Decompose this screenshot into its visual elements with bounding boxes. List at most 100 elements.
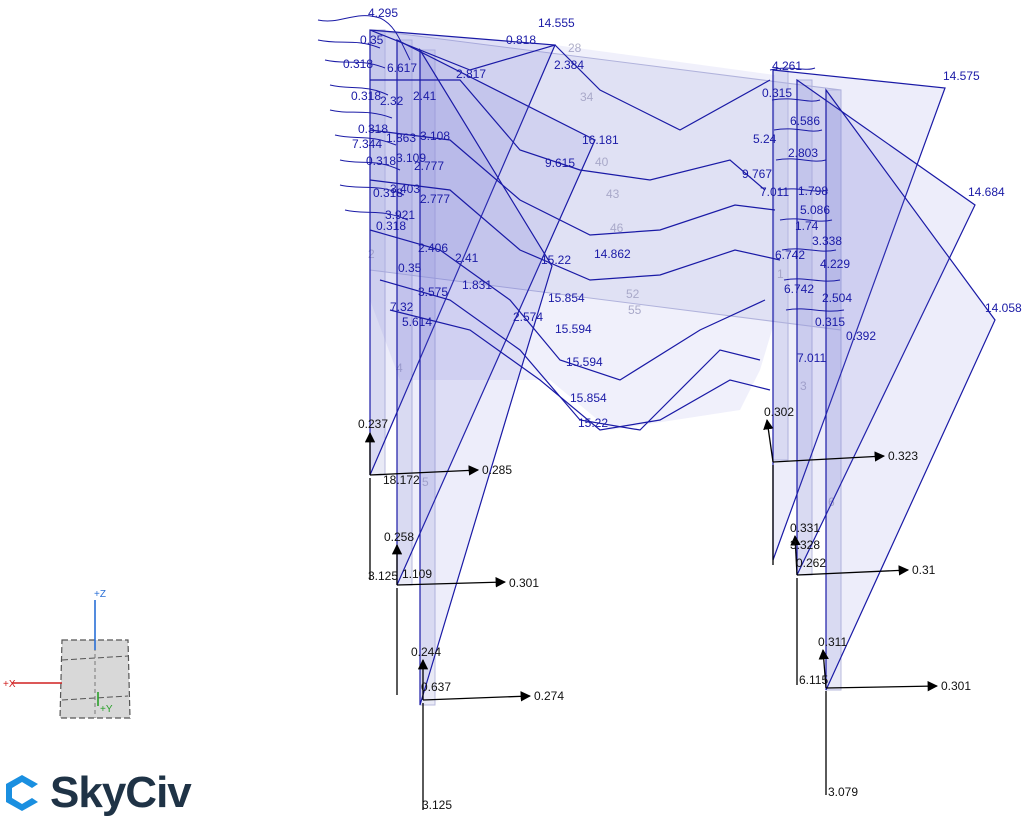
value-label: 4.295 bbox=[368, 6, 398, 20]
value-label: 7.011 bbox=[797, 351, 826, 365]
x-axis-label: +X bbox=[3, 679, 16, 690]
member-id: 28 bbox=[568, 41, 582, 55]
value-label: 6.742 bbox=[775, 248, 805, 262]
z-axis-label: +Z bbox=[94, 589, 106, 600]
reaction-label: 0.302 bbox=[764, 405, 794, 419]
y-axis-label: +Y bbox=[100, 704, 113, 715]
value-label: 0.315 bbox=[762, 86, 792, 100]
value-label: 7.011 bbox=[760, 185, 789, 199]
value-label: 3.575 bbox=[418, 285, 448, 299]
diagram-value-labels: 4.295 0.35 0.318 6.617 2.817 14.555 0.81… bbox=[343, 6, 1022, 430]
right-moment-triangles bbox=[772, 69, 996, 691]
value-label: 3.109 bbox=[396, 151, 426, 165]
reaction-labels: 0.237 18.172 0.285 0.258 3.125 1.109 0.3… bbox=[358, 405, 971, 812]
reaction-arrow-x bbox=[825, 680, 939, 692]
reaction-label: 0.311 bbox=[818, 635, 847, 649]
value-label: 1.798 bbox=[798, 184, 828, 198]
value-label: 14.058 bbox=[985, 301, 1022, 315]
value-label: 0.315 bbox=[815, 315, 845, 329]
reaction-arrow-z bbox=[763, 418, 774, 463]
value-label: 14.684 bbox=[968, 185, 1005, 199]
reaction-arrow-z bbox=[790, 534, 801, 576]
skyciv-logo: SkyCiv bbox=[0, 768, 192, 818]
value-label: 0.318 bbox=[358, 122, 388, 136]
member-id: 43 bbox=[606, 187, 620, 201]
value-label: 0.318 bbox=[373, 186, 403, 200]
value-label: 0.318 bbox=[343, 57, 373, 71]
value-label: 0.35 bbox=[398, 261, 422, 275]
value-label: 15.854 bbox=[570, 391, 607, 405]
value-label: 14.555 bbox=[538, 16, 575, 30]
member-id: 4 bbox=[396, 361, 403, 375]
value-label: 2.384 bbox=[554, 58, 584, 72]
reaction-label: 0.31 bbox=[912, 563, 936, 577]
value-label: 0.35 bbox=[360, 33, 384, 47]
value-label: 15.594 bbox=[566, 355, 603, 369]
value-label: 3.403 bbox=[390, 182, 420, 196]
member-id: 40 bbox=[595, 155, 609, 169]
reaction-label: 0.237 bbox=[358, 417, 388, 431]
reaction-label: 3.079 bbox=[828, 785, 858, 799]
reaction-label: 3.328 bbox=[790, 538, 820, 552]
value-label: 1.831 bbox=[462, 278, 492, 292]
value-label: 9.767 bbox=[742, 167, 772, 181]
reaction-arrow-x bbox=[369, 465, 480, 476]
value-label: 5.24 bbox=[753, 132, 777, 146]
value-label: 6.742 bbox=[784, 282, 814, 296]
value-label: 14.575 bbox=[943, 69, 980, 83]
value-label: 0.318 bbox=[351, 89, 381, 103]
value-label: 15.594 bbox=[555, 322, 592, 336]
value-label: 3.108 bbox=[420, 129, 450, 143]
member-id: 2 bbox=[368, 247, 375, 261]
member-id: 3 bbox=[800, 379, 807, 393]
reaction-label: 0.637 bbox=[421, 680, 451, 694]
value-label: 0.392 bbox=[846, 329, 876, 343]
value-label: 2.32 bbox=[380, 94, 404, 108]
diagram-fill bbox=[370, 30, 775, 430]
reaction-label: 18.172 bbox=[383, 473, 420, 487]
value-label: 15.22 bbox=[541, 253, 571, 267]
value-label: 15.854 bbox=[548, 291, 585, 305]
value-label: 7.344 bbox=[352, 137, 382, 151]
value-label: 4.229 bbox=[820, 257, 850, 271]
value-label: 5.086 bbox=[800, 203, 830, 217]
support-reactions bbox=[364, 418, 939, 810]
reaction-label: 0.258 bbox=[384, 530, 414, 544]
rafter-moment-curves bbox=[369, 29, 781, 431]
skyciv-wordmark: SkyCiv bbox=[50, 768, 192, 817]
member-id: 34 bbox=[580, 90, 594, 104]
value-label: 16.181 bbox=[582, 133, 619, 147]
value-label: 0.318 bbox=[366, 154, 396, 168]
value-label: 3.921 bbox=[385, 208, 415, 222]
view-cube[interactable]: +Z +X +Y bbox=[3, 589, 131, 719]
value-label: 0.818 bbox=[506, 33, 536, 47]
value-label: 4.261 bbox=[772, 59, 802, 73]
value-label: 2.777 bbox=[414, 159, 444, 173]
value-label: 14.862 bbox=[594, 247, 631, 261]
reaction-label: 0.262 bbox=[796, 556, 826, 570]
reaction-label: 0.301 bbox=[941, 679, 971, 693]
reaction-label: 0.274 bbox=[534, 689, 564, 703]
value-label: 6.586 bbox=[790, 114, 820, 128]
reaction-arrow-x bbox=[396, 577, 507, 588]
member-id: 1 bbox=[777, 267, 784, 281]
value-label: 5.614 bbox=[402, 315, 432, 329]
value-label: 2.803 bbox=[788, 146, 818, 160]
value-label: 2.504 bbox=[822, 291, 852, 305]
reaction-label: 3.125 bbox=[422, 798, 452, 812]
value-label: 9.615 bbox=[545, 156, 575, 170]
member-id: 55 bbox=[628, 303, 642, 317]
value-label: 2.817 bbox=[456, 67, 486, 81]
value-label: 2.41 bbox=[413, 89, 437, 103]
reaction-label: 0.285 bbox=[482, 463, 512, 477]
value-label: 0.318 bbox=[376, 219, 406, 233]
reaction-label: 0.244 bbox=[411, 645, 441, 659]
reaction-label: 0.301 bbox=[509, 576, 539, 590]
reaction-label: 1.109 bbox=[402, 567, 432, 581]
member-id: 5 bbox=[422, 475, 429, 489]
value-label: 6.617 bbox=[387, 61, 417, 75]
value-label: 15.22 bbox=[578, 416, 608, 430]
member-id: 52 bbox=[626, 287, 640, 301]
skyciv-logo-icon bbox=[6, 775, 38, 811]
